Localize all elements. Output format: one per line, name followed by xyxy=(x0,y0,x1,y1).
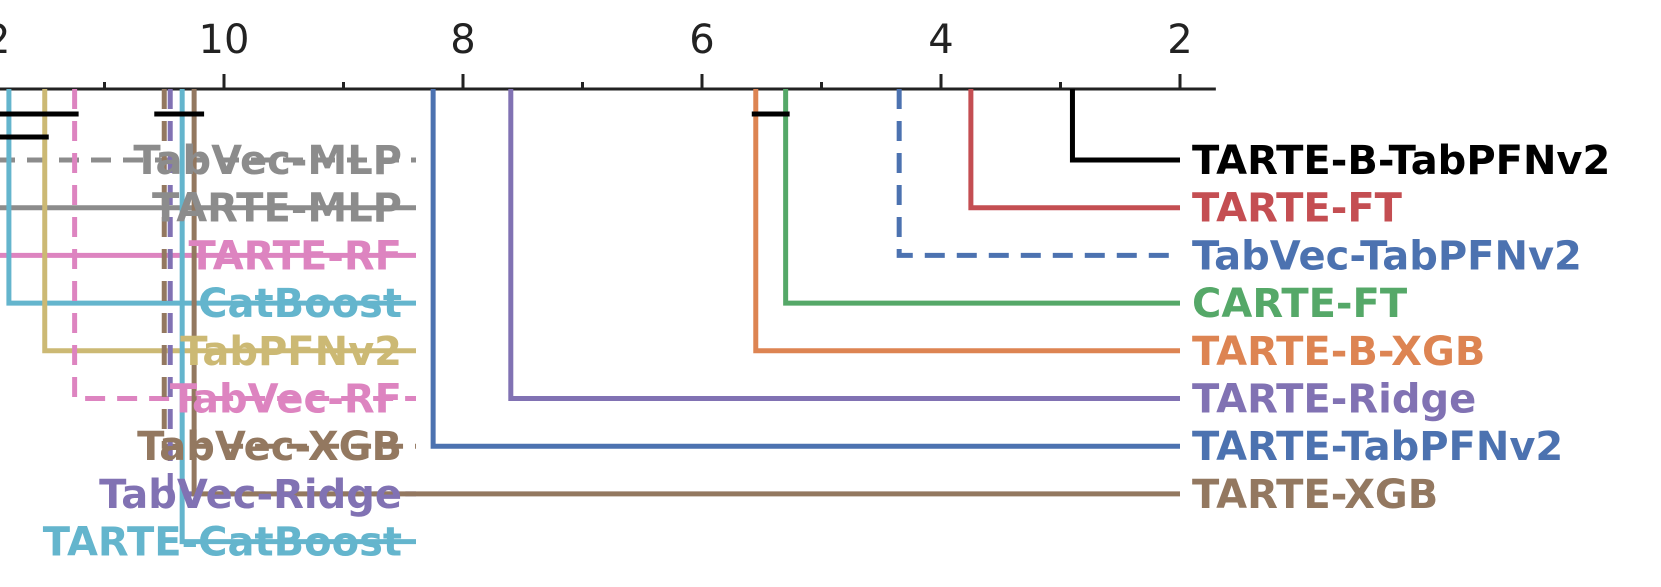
tick-label: 4 xyxy=(928,17,953,63)
tick-label: 2 xyxy=(1167,17,1192,63)
connector-line xyxy=(161,89,416,449)
connector-line xyxy=(42,89,416,354)
connector-line xyxy=(179,89,416,545)
connector-line xyxy=(167,89,416,497)
clique-bars xyxy=(0,111,790,140)
method-label: TARTE-B-XGB xyxy=(1192,329,1485,375)
tick-label: 12 xyxy=(0,17,10,63)
method-labels: TabVec-MLPTARTE-MLPTARTE-RFCatBoostTabPF… xyxy=(43,138,1611,566)
method-connectors xyxy=(0,89,1180,545)
tick-label: 8 xyxy=(450,17,475,63)
method-label: TARTE-XGB xyxy=(1192,472,1438,518)
connector-line xyxy=(753,89,1180,354)
method-label: CatBoost xyxy=(198,281,402,327)
connector-line xyxy=(0,205,416,211)
method-label: TARTE-CatBoost xyxy=(43,520,402,566)
method-label: TabVec-TabPFNv2 xyxy=(1192,233,1582,279)
connector-line xyxy=(0,252,416,258)
connector-line xyxy=(508,89,1180,401)
tick-label: 6 xyxy=(689,17,714,63)
method-label: TARTE-RF xyxy=(189,233,402,279)
connector-line xyxy=(430,89,1180,449)
method-label: TabVec-MLP xyxy=(133,138,402,184)
method-label: TARTE-FT xyxy=(1192,186,1403,232)
connector-line xyxy=(968,89,1180,211)
method-label: TARTE-Ridge xyxy=(1192,377,1476,423)
connector-line xyxy=(191,89,1180,497)
method-label: TabVec-RF xyxy=(170,377,402,423)
connector-line xyxy=(896,89,1180,258)
axis-tick-labels: 1412108642 xyxy=(0,17,1193,63)
method-label: TabVec-Ridge xyxy=(99,472,402,518)
method-label: CARTE-FT xyxy=(1192,281,1408,327)
connector-line xyxy=(72,89,416,401)
method-label: TARTE-B-TabPFNv2 xyxy=(1192,138,1610,184)
axis-ticks xyxy=(103,74,1182,89)
method-label: TabPFNv2 xyxy=(180,329,402,375)
method-label: TARTE-TabPFNv2 xyxy=(1192,424,1563,470)
connector-line xyxy=(783,89,1180,306)
method-label: TARTE-MLP xyxy=(152,186,402,232)
method-label: TabVec-XGB xyxy=(137,424,402,470)
tick-label: 10 xyxy=(199,17,250,63)
connector-line xyxy=(1069,89,1180,163)
connector-line xyxy=(6,89,416,306)
